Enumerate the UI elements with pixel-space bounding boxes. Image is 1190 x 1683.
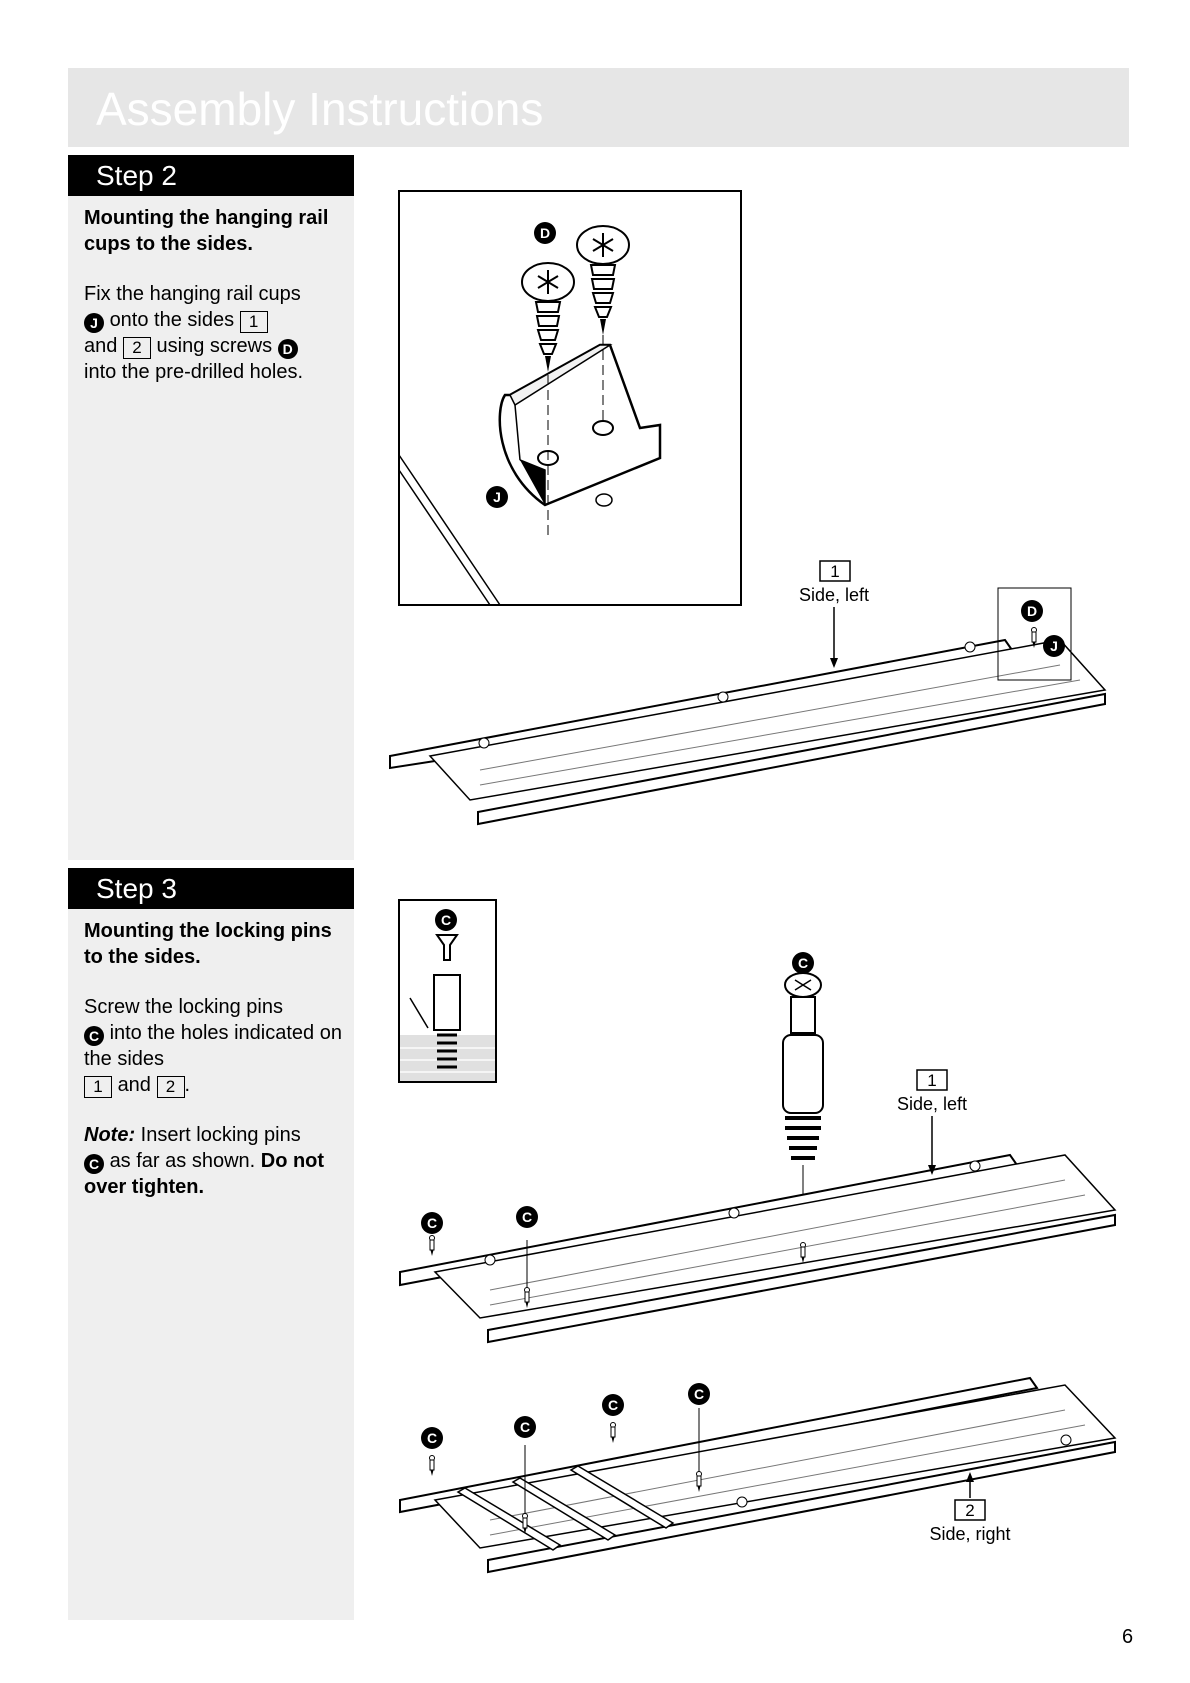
step2-panel: Step 2 Mounting the hanging rail cups to…	[68, 155, 354, 860]
step2-text-1: Fix the hanging rail cups	[84, 283, 301, 305]
inset-j-badge	[1043, 635, 1065, 657]
page-header: Assembly Instructions	[68, 68, 1129, 147]
side-right-label: Side, right	[929, 1524, 1010, 1544]
c-label: C	[608, 1397, 618, 1413]
note-warning: Do not over tighten.	[84, 1150, 325, 1198]
step3-side-panel-left: C C 1 Side, left	[399, 1069, 1117, 1344]
step2-text-3: and	[84, 335, 118, 357]
step3-side-panel-right: C C C C 2 Side, right	[399, 1376, 1117, 1574]
c-label: C	[522, 1209, 532, 1225]
step2-text-2: onto the sides	[109, 309, 235, 331]
side-2-box: 2	[156, 1076, 185, 1098]
step2-text-5: into the pre-drilled holes.	[84, 361, 304, 383]
c-badge	[421, 1427, 443, 1449]
side-1-box	[916, 1069, 948, 1091]
side-2-number: 2	[965, 1501, 974, 1520]
inset-c-label: C	[441, 912, 451, 928]
side-1-box	[819, 560, 851, 582]
step3-text-3: and	[117, 1074, 151, 1096]
step3-bar: Step 3	[68, 868, 354, 909]
c-label: C	[694, 1386, 704, 1402]
step3-instructions: Screw the locking pins C into the holes …	[84, 994, 349, 1098]
part-d-badge: D	[277, 339, 298, 359]
step3-panel: Step 3 Mounting the locking pins to the …	[68, 868, 354, 1620]
inset-c-badge	[435, 909, 457, 931]
c-label: C	[427, 1430, 437, 1446]
page-number: 6	[1122, 1626, 1134, 1648]
part-c-badge: C	[84, 1026, 104, 1046]
step2-heading: Mounting the hanging rail cups to the si…	[84, 207, 329, 255]
page-title: Assembly Instructions	[96, 83, 544, 135]
step3-text-4: .	[184, 1074, 191, 1096]
step3-heading: Mounting the locking pins to the sides.	[84, 920, 332, 968]
step2-detail-inset: D J	[398, 190, 742, 606]
step3-detail-inset: C	[398, 899, 497, 1083]
c-badge	[688, 1383, 710, 1405]
callout-d-label: D	[540, 225, 550, 241]
c-label: C	[520, 1419, 530, 1435]
step2-label: Step 2	[96, 160, 177, 191]
callout-d-badge	[534, 222, 556, 244]
note-label: Note:	[84, 1124, 136, 1146]
c-label: C	[427, 1215, 437, 1231]
locking-pin-large: C	[782, 952, 824, 1240]
c-badge	[514, 1416, 536, 1438]
step2-side-panel: D J 1 Side, left	[389, 560, 1107, 826]
step3-note: Note: Insert locking pins C as far as sh…	[84, 1122, 349, 1200]
step3-text: Mounting the locking pins to the sides. …	[84, 918, 349, 1200]
part-c-badge: C	[84, 1154, 104, 1174]
side-1-number: 1	[927, 1071, 936, 1090]
step3-text-1: Screw the locking pins	[84, 996, 283, 1018]
inset-d-label: D	[1027, 603, 1037, 619]
note-text-2: as far as shown.	[109, 1150, 256, 1172]
inset-d-badge	[1021, 600, 1043, 622]
c-badge	[516, 1206, 538, 1228]
step3-label: Step 3	[96, 873, 177, 904]
callout-j-badge	[486, 486, 508, 508]
c-badge	[421, 1212, 443, 1234]
step2-text: Mounting the hanging rail cups to the si…	[84, 205, 349, 385]
step2-text-4: using screws	[156, 335, 273, 357]
step2-instructions: Fix the hanging rail cups J onto the sid…	[84, 281, 349, 385]
step2-bar: Step 2	[68, 155, 354, 196]
side-1-box: 1	[84, 1076, 112, 1098]
callout-j-label: J	[493, 489, 501, 505]
part-j-badge: J	[84, 313, 104, 333]
c-badge	[602, 1394, 624, 1416]
note-text-1: Insert locking pins	[140, 1124, 301, 1146]
step3-text-2: into the holes indicated on the sides	[84, 1022, 342, 1070]
pin-c-label: C	[798, 955, 808, 971]
side-left-label: Side, left	[897, 1094, 967, 1114]
side-left-label: Side, left	[799, 585, 869, 605]
pin-c-badge	[792, 952, 814, 974]
side-2-box	[954, 1499, 986, 1521]
inset-j-label: J	[1050, 638, 1058, 654]
side-1-number: 1	[830, 562, 839, 581]
